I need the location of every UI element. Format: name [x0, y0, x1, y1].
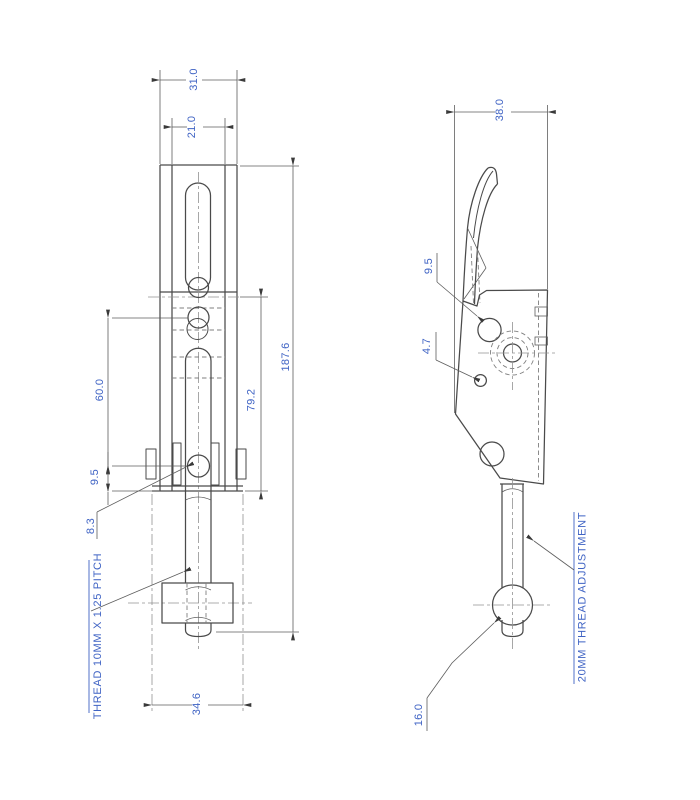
leader-thread-note	[90, 566, 192, 612]
dim-side-width: 38.0	[446, 99, 556, 413]
front-hook-arc	[186, 318, 209, 340]
dim-side-hole: 9.5	[423, 253, 485, 323]
side-rod-tip	[501, 620, 524, 638]
note-thread-adjustment: 20MM THREAD ADJUSTMENT	[526, 512, 589, 684]
front-keeper-pin-circle	[187, 276, 210, 299]
dim-text-8-3: 8.3	[85, 518, 97, 534]
side-rod-assembly	[473, 478, 552, 650]
front-upper-pivot-circle	[187, 306, 210, 329]
dim-text-9-5-side: 9.5	[423, 258, 435, 274]
dim-text-16-0: 16.0	[413, 704, 425, 727]
dim-text-60: 60.0	[94, 379, 106, 402]
dim-front-pivot-to-base: 9.5	[89, 452, 160, 505]
front-latch-slot	[184, 182, 212, 291]
dim-side-ball: 16.0	[413, 615, 502, 731]
dim-text-34-6: 34.6	[191, 693, 203, 716]
side-bracket	[454, 289, 556, 485]
leader-9-5	[436, 281, 485, 323]
front-thread-relief-upper	[185, 496, 212, 501]
front-crossbar-assembly	[161, 582, 234, 638]
side-hole-lower	[479, 441, 505, 467]
front-left-inner-bar	[172, 442, 182, 486]
dim-front-pin-hole: 8.3	[85, 461, 195, 539]
dim-text-21: 21.0	[186, 116, 198, 139]
front-view: 31.0 21.0 187.6 79.2 60.0	[85, 68, 299, 719]
dim-text-187-6: 187.6	[280, 342, 292, 371]
side-slot-tab-lower	[534, 336, 548, 346]
dim-text-31: 31.0	[188, 68, 200, 91]
dim-front-width-inner: 21.0	[163, 116, 234, 139]
dim-text-38: 38.0	[494, 99, 506, 122]
dim-text-9-5-front: 9.5	[89, 469, 101, 485]
leader-adjustment-note	[526, 534, 575, 571]
front-link-rod	[184, 347, 212, 583]
side-slot-tab-upper	[534, 306, 548, 317]
note-thread-spec: THREAD 10MM X 1.25 PITCH	[88, 553, 192, 720]
side-view: 38.0 9.5 4.7 16.0 20MM THREAD ADJUSTMENT	[413, 99, 589, 731]
leader-8-3	[96, 461, 195, 513]
side-hole-9-5	[477, 317, 502, 343]
dim-side-small-hole: 4.7	[421, 332, 481, 383]
leader-4-7	[435, 359, 481, 383]
dim-front-pivot-spacing: 60.0	[94, 309, 188, 475]
note-thread-text: THREAD 10MM X 1.25 PITCH	[92, 553, 104, 720]
leader-16-0	[426, 615, 502, 699]
dim-front-base-width: 34.6	[143, 494, 252, 716]
dim-front-link-height: 79.2	[240, 288, 268, 500]
front-right-outer-tab	[235, 448, 247, 480]
dim-front-width-outer: 31.0	[151, 68, 246, 91]
dim-text-4-7: 4.7	[421, 338, 433, 354]
dim-text-79-2: 79.2	[246, 389, 258, 412]
side-handle	[462, 166, 499, 305]
note-adjustment-text: 20MM THREAD ADJUSTMENT	[577, 512, 589, 682]
front-left-outer-tab	[145, 448, 157, 480]
front-crossbar	[161, 582, 234, 624]
dim-front-overall-height: 187.6	[216, 157, 299, 641]
front-rod-tip	[184, 623, 212, 638]
